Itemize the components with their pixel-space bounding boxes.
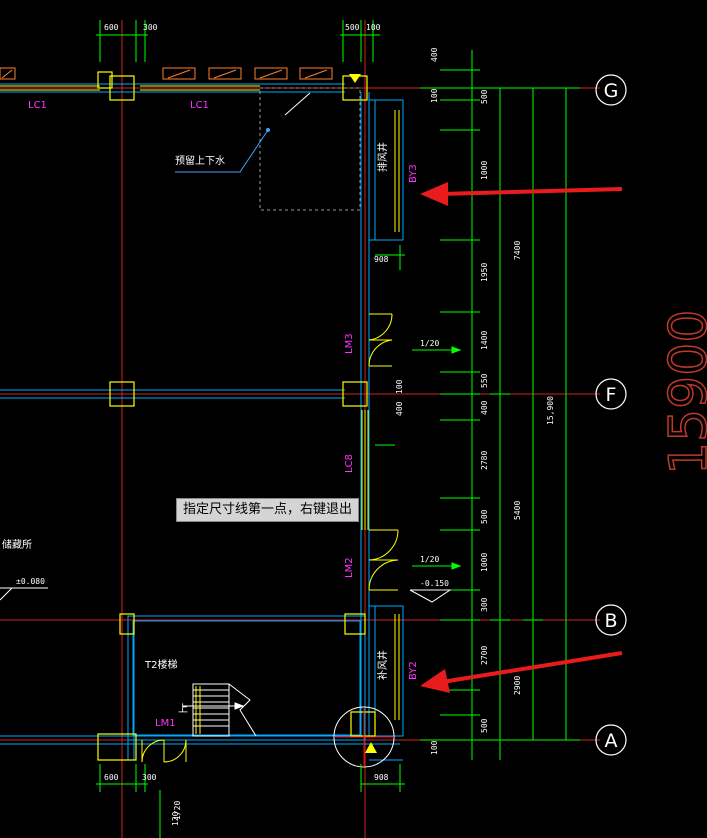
label-lm1: LM1: [155, 718, 176, 729]
label-slope-3: 1/20: [173, 801, 182, 820]
rdim-total: 15,900: [546, 396, 555, 425]
axis-label-a: A: [605, 730, 618, 752]
rdim-1400: 1400: [480, 331, 489, 350]
stair-yellow-marks: [195, 686, 201, 734]
label-slope-1: 1/20: [420, 339, 439, 348]
mid-dim-100: 100: [395, 379, 404, 394]
axis-label-f: F: [606, 384, 617, 406]
shaft-liners: [394, 110, 400, 720]
axis-bubble-b[interactable]: B: [595, 604, 627, 636]
label-lc8: LC8: [344, 454, 355, 473]
label-elevation-m0150: -0.150: [420, 579, 449, 588]
rdim-2780: 2780: [480, 451, 489, 470]
columns[interactable]: [97, 71, 376, 761]
axis-bubble-f[interactable]: F: [595, 378, 627, 410]
white-labels: 排风井 补风井 预留上下水 T2楼梯 储藏所 上 ±0.080 -0.150 1…: [2, 142, 449, 820]
window-lc8[interactable]: [361, 410, 369, 530]
top-dim-300: 300: [143, 23, 158, 32]
bottom-dim-908: 908: [374, 773, 389, 782]
rdim-2700: 2700: [480, 646, 489, 665]
rdim-400: 400: [430, 47, 439, 62]
top-dim-600: 600: [104, 23, 119, 32]
door-lm2[interactable]: [368, 529, 399, 591]
rdim-100: 100: [430, 88, 439, 103]
label-stair-t2: T2楼梯: [144, 658, 177, 671]
mid-dim-400: 400: [395, 401, 404, 416]
mid-dimension-labels: 908 100 400: [374, 255, 404, 416]
bottom-dim-120: 120: [171, 811, 180, 826]
walls[interactable]: [0, 83, 404, 761]
mid-dim-908: 908: [374, 255, 389, 264]
rdim-1000: 1000: [480, 161, 489, 180]
parapet-hatch: [0, 67, 333, 80]
rdim-300: 300: [480, 597, 489, 612]
red-arrow-by3: [420, 182, 623, 206]
label-up: 上: [178, 703, 188, 715]
slope-arrows: [412, 346, 462, 570]
label-by2: BY2: [408, 661, 419, 680]
bottom-dim-300: 300: [142, 773, 157, 782]
rdim-500: 500: [480, 89, 489, 104]
label-slope-2: 1/20: [420, 555, 439, 564]
top-dim-500: 500: [345, 23, 360, 32]
label-lm3: LM3: [344, 333, 355, 354]
bottom-dimension-labels: 600 300 908 120: [104, 773, 389, 826]
right-dimension-chains: [375, 50, 580, 760]
rdim-100b: 100: [430, 740, 439, 755]
axis-bubble-g[interactable]: G: [595, 74, 627, 106]
bottom-dimension-lines: [96, 764, 405, 838]
rdim-5400: 5400: [513, 501, 522, 520]
top-dim-100: 100: [366, 23, 381, 32]
rdim-400b: 400: [480, 400, 489, 415]
elevation-symbols: [0, 587, 452, 603]
rdim-500c: 500: [480, 718, 489, 733]
label-by3: BY3: [408, 164, 419, 183]
right-dimension-labels-1: 400 100 500 1000 1950 1400 550 400 2780 …: [430, 47, 489, 755]
bottom-dim-600: 600: [104, 773, 119, 782]
top-dimension-lines: [96, 20, 380, 62]
label-lm2: LM2: [344, 557, 355, 578]
door-lm1[interactable]: [141, 739, 187, 763]
rdim-2900: 2900: [513, 676, 522, 695]
water-reserve-area[interactable]: [259, 87, 361, 211]
label-elevation-0080: ±0.080: [16, 577, 45, 586]
water-leader: [175, 92, 311, 173]
overall-dimension-15900: 15900: [659, 310, 707, 475]
rdim-1950: 1950: [480, 263, 489, 282]
rdim-550: 550: [480, 373, 489, 388]
magenta-labels: LC1 LC1 LC8 LM1 LM2 LM3 BY2 BY3: [28, 100, 419, 729]
top-dimension-labels: 600 300 500 100: [104, 23, 381, 32]
rdim-500b: 500: [480, 509, 489, 524]
label-exhaust-shaft: 排风井: [376, 142, 389, 172]
axis-bubble-a[interactable]: A: [595, 724, 627, 756]
label-supply-shaft: 补风井: [376, 650, 389, 680]
rdim-1000b: 1000: [480, 553, 489, 572]
window-lc1-strip[interactable]: [0, 85, 260, 91]
red-arrow-by2: [420, 651, 623, 693]
right-dimension-labels-2: 7400 5400 2900 15,900: [513, 241, 555, 695]
label-lc1-left: LC1: [28, 100, 47, 111]
snap-marker-triangle: [365, 742, 377, 753]
label-storage-room: 储藏所: [2, 538, 32, 551]
label-water-reserve: 预留上下水: [175, 154, 225, 167]
rdim-7400: 7400: [513, 241, 522, 260]
axis-label-g: G: [604, 80, 619, 102]
osnap-circle: [333, 706, 395, 768]
label-lc1-right: LC1: [190, 100, 209, 111]
stair-flight[interactable]: [183, 683, 257, 737]
door-lm3[interactable]: [368, 313, 393, 367]
column-marker-triangle: [349, 74, 361, 83]
command-prompt-tooltip: 指定尺寸线第一点，右键退出: [176, 498, 360, 522]
axis-label-b: B: [604, 610, 617, 632]
